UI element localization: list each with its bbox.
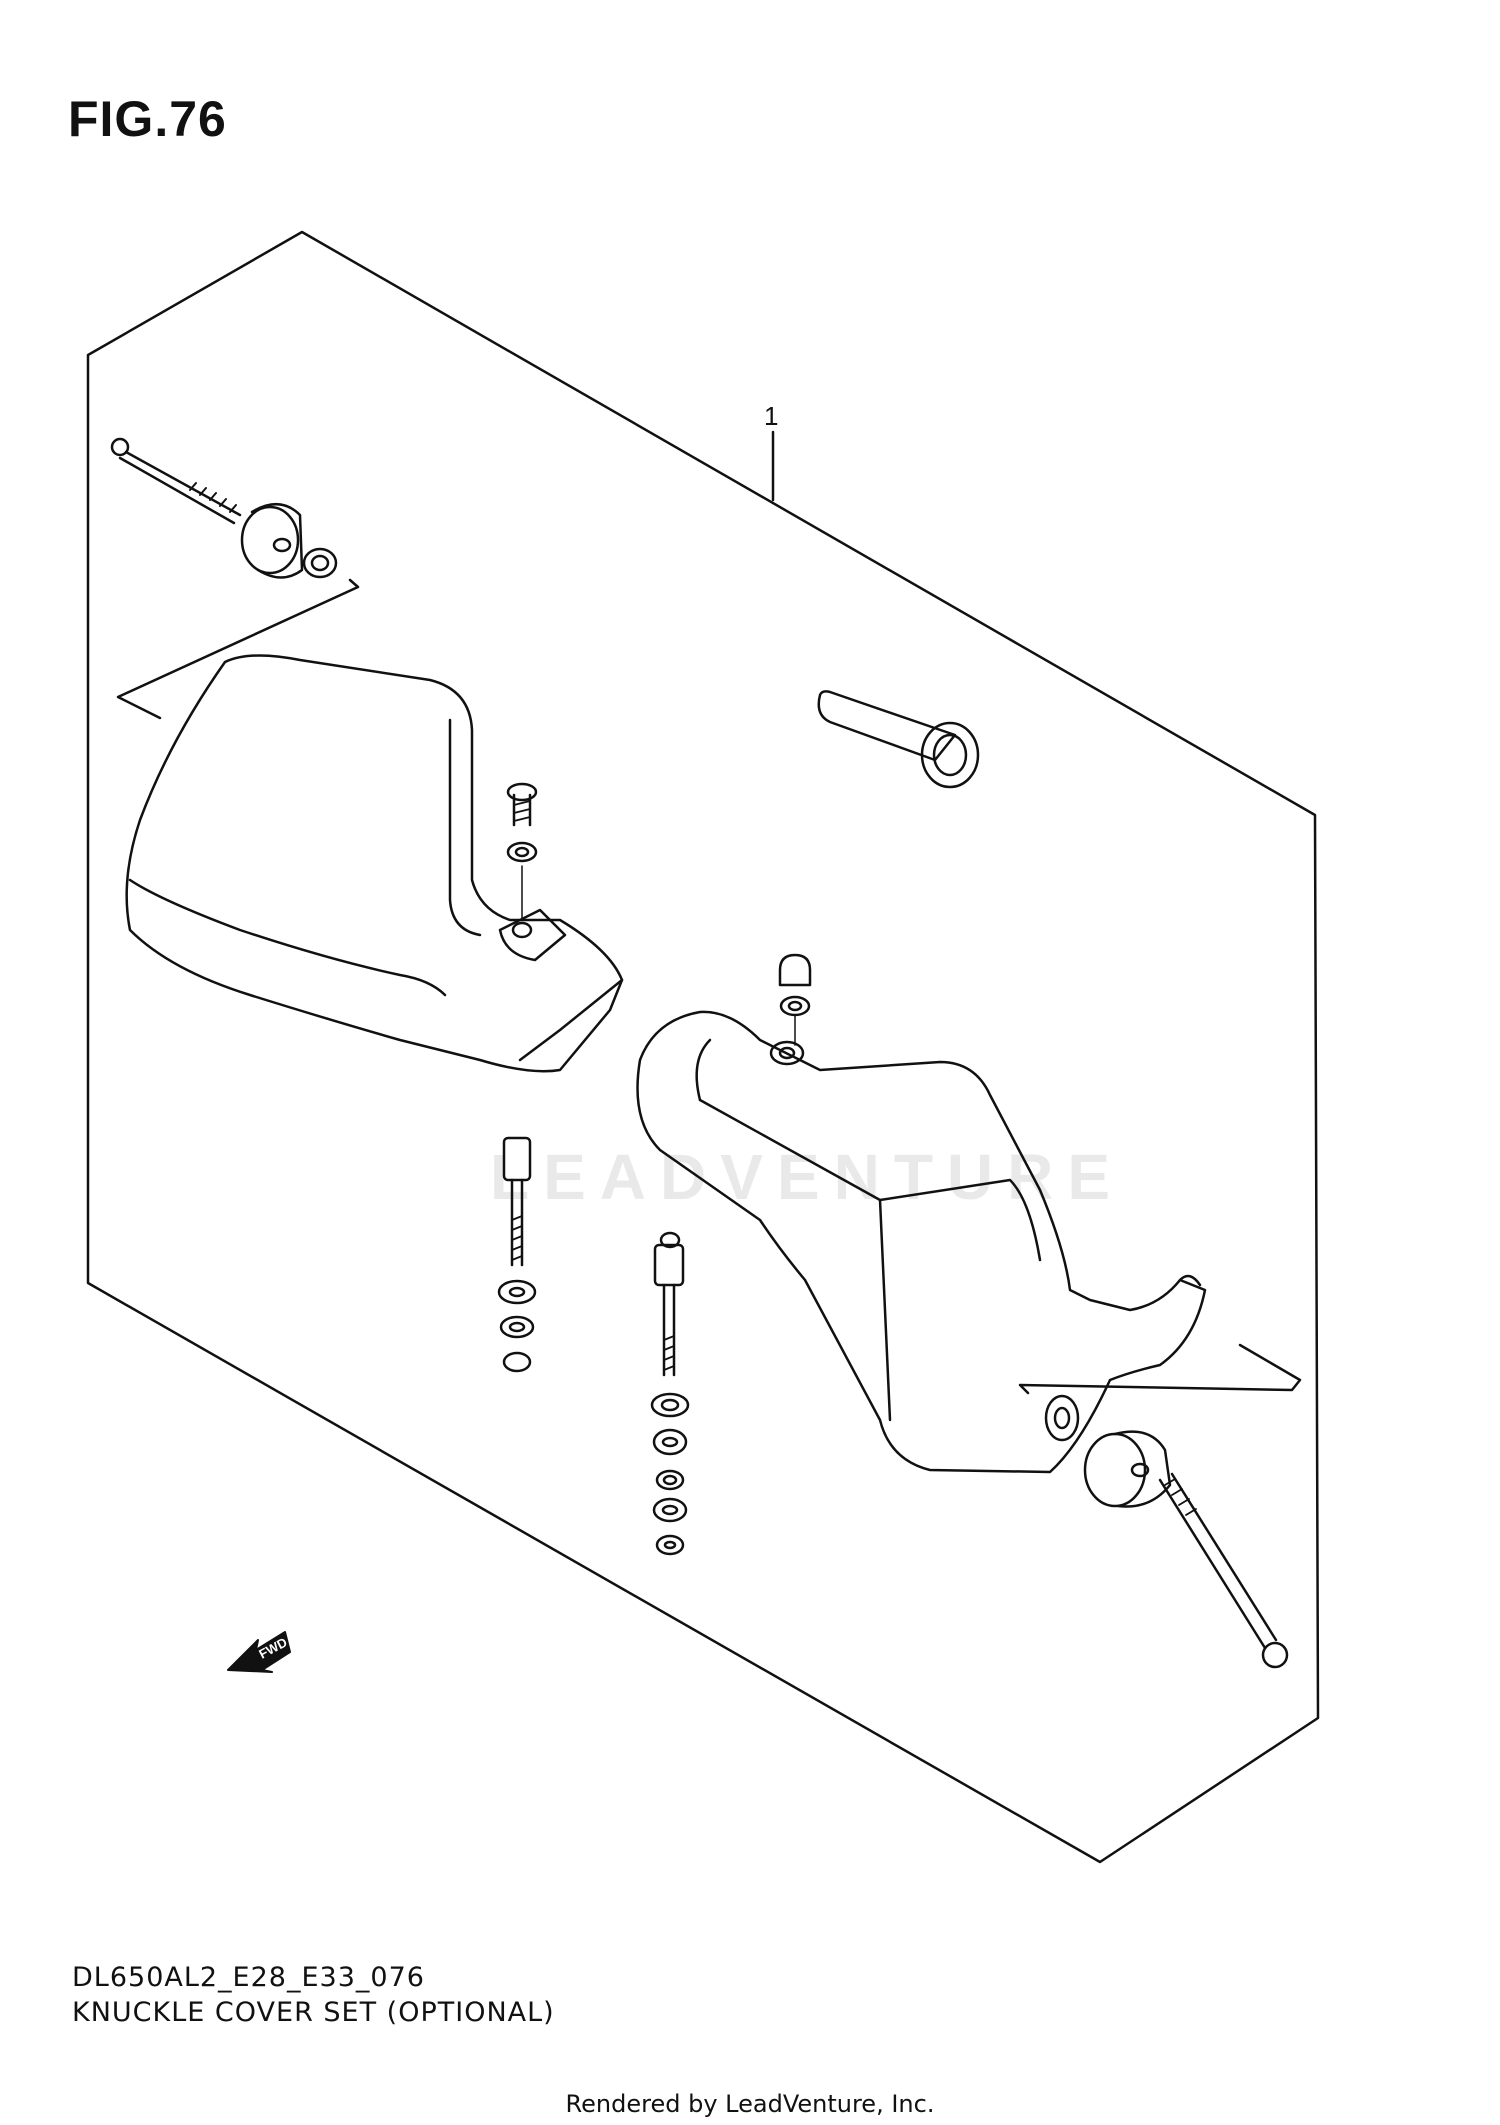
left-lower-bolt-stack	[497, 1136, 537, 1373]
watermark-text: LEADVENTURE	[490, 1141, 1125, 1213]
right-lower-bolt-stack	[650, 1231, 690, 1556]
boundary-notch-left	[116, 578, 360, 720]
right-cover-acorn-nut	[778, 953, 812, 1046]
kit-boundary-outline	[86, 230, 1320, 1864]
left-knuckle-cover	[125, 654, 624, 1073]
footer-credit: Rendered by LeadVenture, Inc.	[565, 2090, 935, 2118]
right-bar-end-weight	[1083, 1430, 1172, 1508]
right-knuckle-cover	[636, 1010, 1207, 1474]
left-nut	[302, 547, 338, 579]
callout-number-1: 1	[764, 401, 778, 431]
right-bolt-long	[1158, 1472, 1289, 1669]
right-washer	[1044, 1394, 1080, 1442]
left-bar-end-weight	[240, 503, 304, 579]
left-cover-screw	[506, 782, 538, 919]
forward-arrow-icon	[227, 1631, 291, 1673]
caption-title: KNUCKLE COVER SET (OPTIONAL)	[72, 1997, 555, 2028]
boundary-notch-right	[1018, 1343, 1302, 1395]
figure-title: FIG.76	[68, 91, 227, 147]
left-bolt-long	[110, 437, 242, 525]
caption-model-code: DL650AL2_E28_E33_076	[72, 1962, 425, 1993]
cable-grommet	[817, 690, 980, 789]
